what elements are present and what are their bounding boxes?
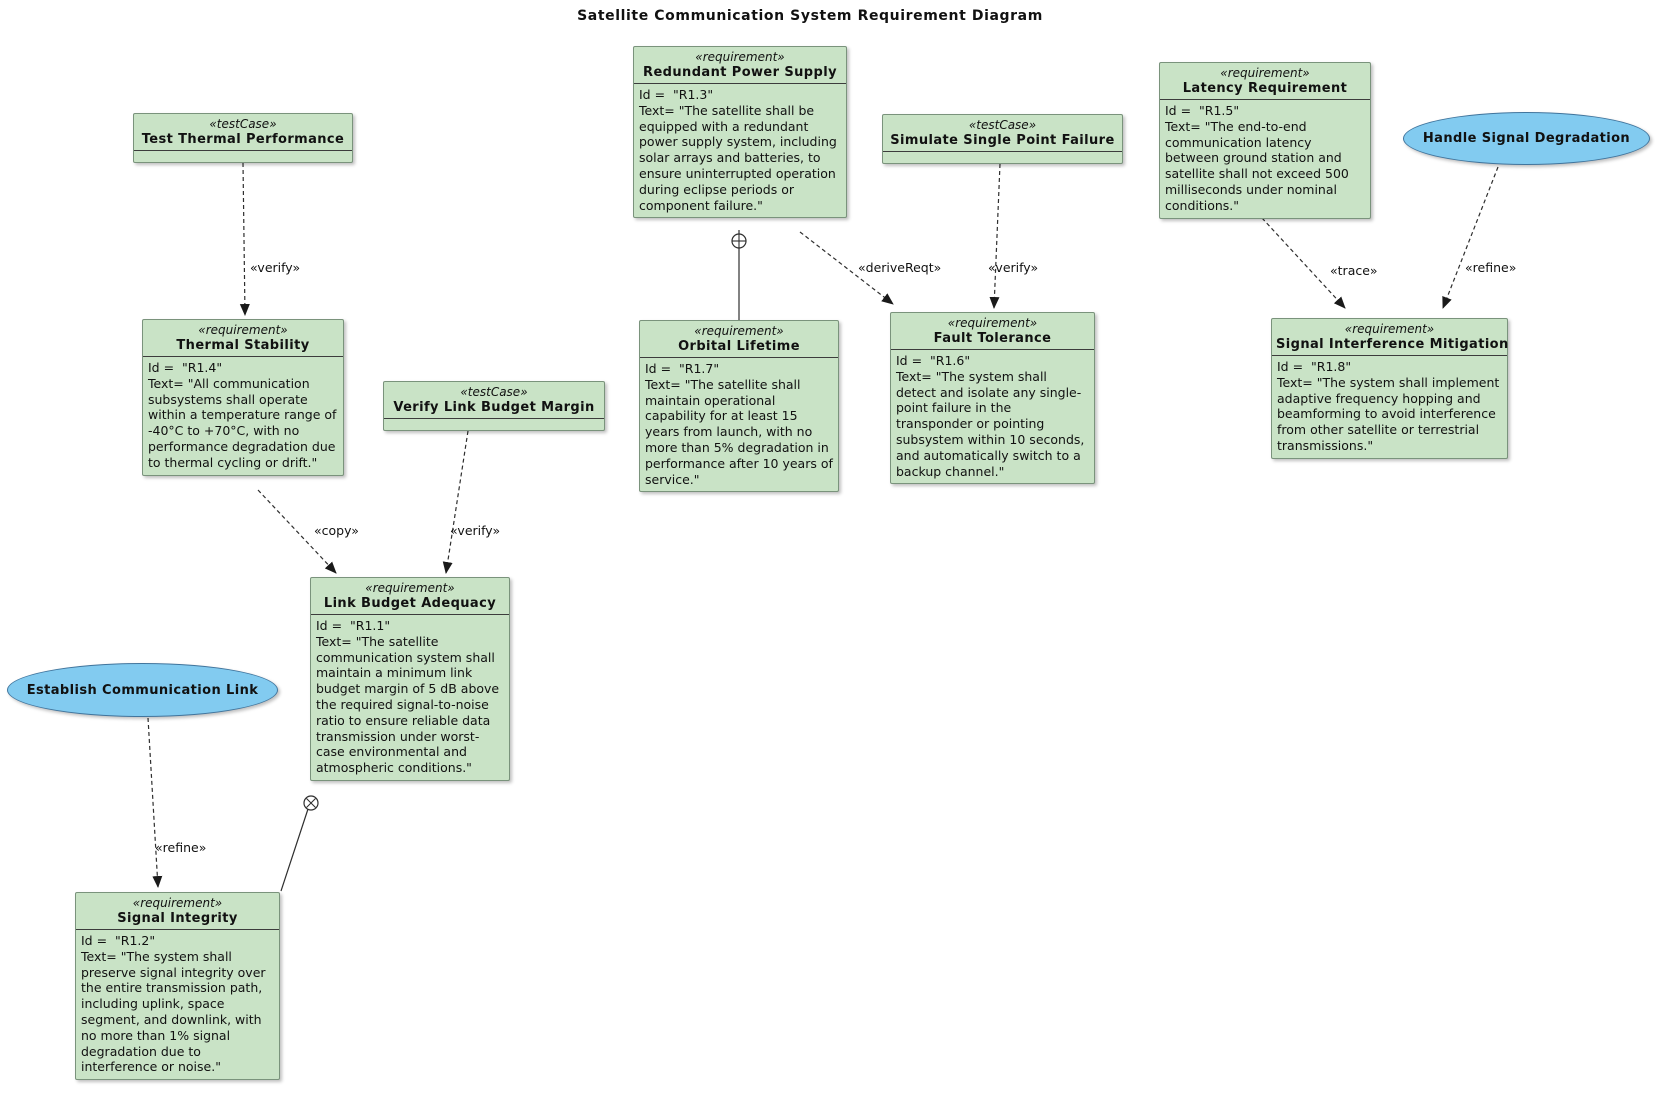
node-title: Signal Integrity [117,911,238,926]
node-title: Redundant Power Supply [643,65,837,80]
empty-compartment [883,151,1122,163]
requirement-id: Id = "R1.5" [1165,103,1240,118]
testcase-simulate-single-point-failure: «testCase» Simulate Single Point Failure [882,114,1123,164]
requirement-text: Text= "The system shall preserve signal … [81,948,266,1075]
node-title: Link Budget Adequacy [323,596,497,611]
edge-verify-link-budget [442,430,469,574]
stereotype: «requirement» [132,896,223,910]
edge-contains-integrity [280,808,309,892]
edge-copy [257,489,337,574]
node-title: Fault Tolerance [933,331,1052,346]
requirement-signal-interference-mitigation: «requirement» Signal Interference Mitiga… [1271,318,1508,459]
containment-circle-cross-icon [303,795,319,811]
requirement-text: Text= "The satellite shall be equipped w… [639,102,837,213]
node-title: Test Thermal Performance [141,132,345,147]
stereotype: «requirement» [695,50,785,64]
requirement-link-budget-adequacy: «requirement» Link Budget Adequacy Id = … [310,577,510,781]
edge-refine-interference [1442,166,1499,309]
usecase-establish-communication-link: Establish Communication Link [7,663,278,717]
requirement-text: Text= "The system shall detect and isola… [896,368,1085,479]
testcase-verify-link-budget-margin: «testCase» Verify Link Budget Margin [383,381,605,431]
requirement-id: Id = "R1.4" [148,360,223,375]
requirement-redundant-power-supply: «requirement» Redundant Power Supply Id … [633,46,847,219]
requirement-id: Id = "R1.1" [316,618,391,633]
node-title: Signal Interference Mitigation [1276,337,1509,352]
stereotype: «testCase» [968,118,1037,132]
edge-label-derive-reqt: «deriveReqt» [858,260,942,275]
stereotype: «requirement» [1344,322,1435,336]
node-title: Verify Link Budget Margin [393,400,595,415]
stereotype: «requirement» [1220,66,1310,80]
edge-label-verify-thermal: «verify» [250,260,301,275]
stereotype: «testCase» [209,117,277,131]
containment-circle-plus-icon [731,233,747,249]
edge-refine-integrity [147,717,163,888]
requirement-text: Text= "The end-to-end communication late… [1165,118,1349,213]
stereotype: «requirement» [198,323,288,337]
node-title: Orbital Lifetime [678,339,800,354]
edge-label-trace: «trace» [1330,263,1378,278]
requirement-id: Id = "R1.3" [639,87,714,102]
edge-label-refine-interference: «refine» [1465,260,1517,275]
edge-label-verify-link-budget: «verify» [450,523,501,538]
edge-verify-fault [989,163,1001,309]
requirement-text: Text= "All communication subsystems shal… [148,375,337,470]
empty-compartment [384,418,604,430]
requirement-fault-tolerance: «requirement» Fault Tolerance Id = "R1.6… [890,312,1095,485]
stereotype: «testCase» [460,385,528,399]
requirement-id: Id = "R1.6" [896,353,971,368]
requirement-text: Text= "The satellite shall maintain oper… [645,376,833,487]
usecase-handle-signal-degradation: Handle Signal Degradation [1403,112,1650,165]
stereotype: «requirement» [365,581,455,595]
requirement-id: Id = "R1.7" [645,361,720,376]
requirement-text: Text= "The satellite communication syste… [316,633,500,776]
testcase-test-thermal-performance: «testCase» Test Thermal Performance [133,113,353,163]
edge-label-refine-integrity: «refine» [155,840,207,855]
requirement-latency-requirement: «requirement» Latency Requirement Id = "… [1159,62,1371,219]
requirement-signal-integrity: «requirement» Signal Integrity Id = "R1.… [75,892,280,1081]
requirement-orbital-lifetime: «requirement» Orbital Lifetime Id = "R1.… [639,320,839,493]
empty-compartment [134,150,352,162]
diagram-title: Satellite Communication System Requireme… [577,8,1043,24]
edge-verify-thermal [239,162,250,316]
requirement-text: Text= "The system shall implement adapti… [1277,374,1500,453]
node-title: Latency Requirement [1182,81,1348,96]
edge-label-copy: «copy» [314,523,359,538]
edge-derive-reqt [799,231,894,305]
edge-label-verify-fault: «verify» [988,260,1039,275]
requirement-id: Id = "R1.8" [1277,359,1352,374]
requirement-thermal-stability: «requirement» Thermal Stability Id = "R1… [142,319,344,476]
node-title: Simulate Single Point Failure [890,133,1115,148]
requirement-id: Id = "R1.2" [81,933,156,948]
node-title: Thermal Stability [176,338,310,353]
stereotype: «requirement» [947,316,1038,330]
usecase-label: Handle Signal Degradation [1422,131,1631,146]
usecase-label: Establish Communication Link [26,682,259,698]
stereotype: «requirement» [694,324,784,338]
